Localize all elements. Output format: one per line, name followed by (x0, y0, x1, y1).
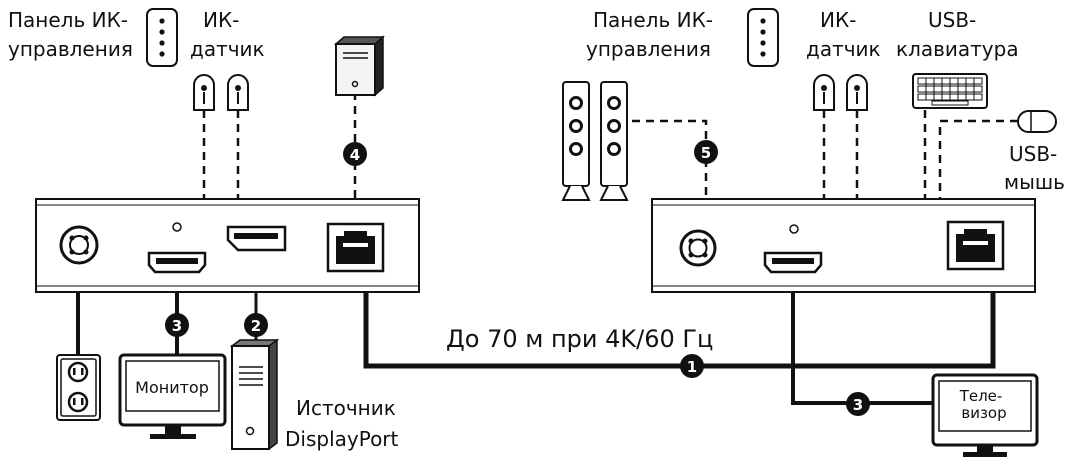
usb-mouse-label-2: мышь (1004, 170, 1065, 194)
ir-panel-right-label-1: Панель ИК- (593, 8, 713, 32)
keyboard (912, 73, 988, 109)
cable-3-right-hdmi (791, 272, 935, 405)
ir-sensor-right-label-2: датчик (806, 37, 881, 61)
ir-panel-left-label-2: управления (8, 37, 133, 61)
usb-keyboard-label-2: клавиатура (896, 37, 1019, 61)
dash-audio (632, 119, 708, 200)
ir-panel-left-label-1: Панель ИК- (8, 8, 128, 32)
badge-2: 2 (244, 313, 268, 337)
ir-panel-right-label-2: управления (586, 37, 711, 61)
badge-3-right: 3 (846, 392, 870, 416)
ir-remote-panel-right (747, 8, 779, 67)
badge-2-number: 2 (251, 317, 261, 335)
tv-label-2: визор (961, 404, 1006, 422)
dp-source-label-2: DisplayPort (285, 427, 399, 451)
badge-4-number: 4 (350, 146, 360, 164)
ir-sensor-right-label-1: ИК- (820, 8, 856, 32)
dashed-links (202, 92, 1018, 200)
badge-1: 1 (680, 354, 704, 378)
displayport-port-left (226, 225, 287, 252)
badge-1-number: 1 (687, 358, 697, 376)
led-right (789, 224, 799, 234)
led-left (172, 222, 182, 232)
usb-keyboard-label-1: USB- (928, 8, 976, 32)
badge-5-number: 5 (701, 144, 711, 162)
power-port-right (679, 229, 717, 267)
hdmi-port-right (763, 251, 823, 274)
badge-5: 5 (694, 140, 718, 164)
cable-1-cat (363, 282, 996, 369)
badge-3-left: 3 (165, 313, 189, 337)
computer-tower (334, 35, 385, 97)
rj45-port-right (946, 220, 1005, 271)
speaker-left (561, 81, 591, 201)
speaker-right (599, 81, 629, 201)
monitor (118, 353, 227, 439)
ir-sensor-left-a (193, 74, 215, 111)
ir-sensor-right-b (846, 74, 868, 111)
badge-3-right-number: 3 (853, 396, 863, 414)
dp-source-label-1: Источник (296, 396, 396, 420)
ir-sensor-left-label-2: датчик (190, 37, 265, 61)
power-outlet (56, 354, 101, 421)
dash-mouse (938, 119, 1018, 200)
power-port-left (59, 225, 99, 265)
displayport-source-tower (229, 338, 280, 451)
ir-sensor-right-a (813, 74, 835, 111)
tv (931, 373, 1039, 457)
usb-mouse-label-1: USB- (1009, 142, 1057, 166)
badge-3-left-number: 3 (172, 317, 182, 335)
ir-remote-panel-left (146, 8, 178, 67)
hdmi-port-left (147, 251, 207, 274)
rj45-port-left (326, 222, 385, 273)
badge-4: 4 (343, 142, 367, 166)
tv-label-1: Теле- (959, 387, 1003, 405)
ir-sensor-left-b (227, 74, 249, 111)
ir-sensor-left-label-1: ИК- (203, 8, 239, 32)
monitor-label: Монитор (135, 378, 209, 397)
distance-label: До 70 м при 4K/60 Гц (446, 325, 713, 353)
mouse (1017, 110, 1057, 133)
